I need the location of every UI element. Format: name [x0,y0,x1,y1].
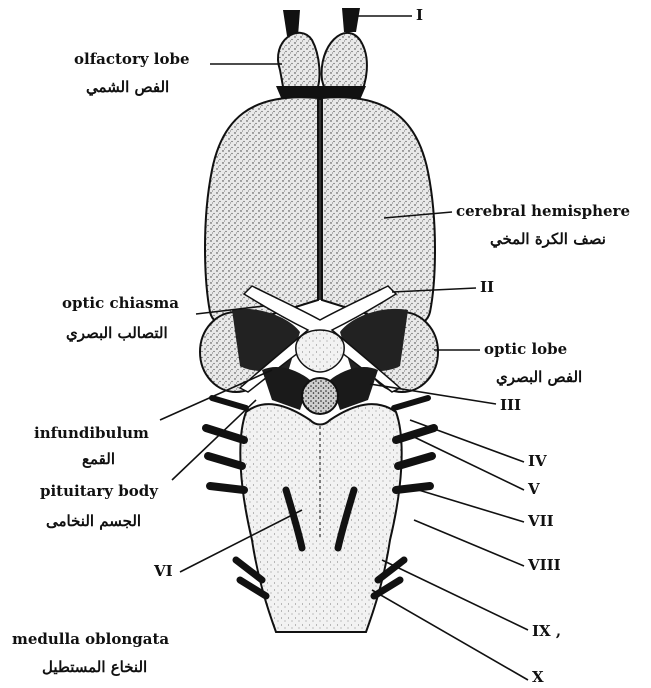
nerve-label-v: V [528,482,540,497]
nerve-label-vi: VI [154,564,173,579]
cerebral-hemisphere-label: cerebral hemisphere [456,204,630,219]
medulla-oblongata-label: medulla oblongata [12,632,169,647]
nerve-label-x: X [532,670,544,685]
optic-lobe-label-ar: الفص البصري [496,370,582,385]
optic-lobe-label: optic lobe [484,342,567,357]
cerebral-hemisphere-label-ar: نصف الكرة المخي [490,232,606,247]
nerve-label-viii: VIII [528,558,561,573]
olfactory-lobe-label-ar: الفص الشمي [86,80,169,95]
infundibulum-label-ar: القمع [82,452,115,467]
infundibulum-label: infundibulum [34,426,149,441]
optic-chiasma-label: optic chiasma [62,296,179,311]
nerve-label-vii: VII [528,514,554,529]
medulla-oblongata-label-ar: النخاع المستطيل [42,660,147,675]
optic-chiasma-label-ar: التصالب البصري [66,326,168,341]
olfactory-lobe-label: olfactory lobe [74,52,190,67]
pituitary-body-label-ar: الجسم النخامى [46,514,141,529]
nerve-label-ix: IX , [532,624,561,639]
nerve-label-ii: II [480,280,494,295]
olfactory-lobes [276,33,367,100]
pituitary-body-label: pituitary body [40,484,158,499]
nerve-label-i: I [416,8,423,23]
nerve-label-iv: IV [528,454,547,469]
nerve-label-iii: III [500,398,521,413]
olfactory-nerve-stubs [283,8,360,36]
